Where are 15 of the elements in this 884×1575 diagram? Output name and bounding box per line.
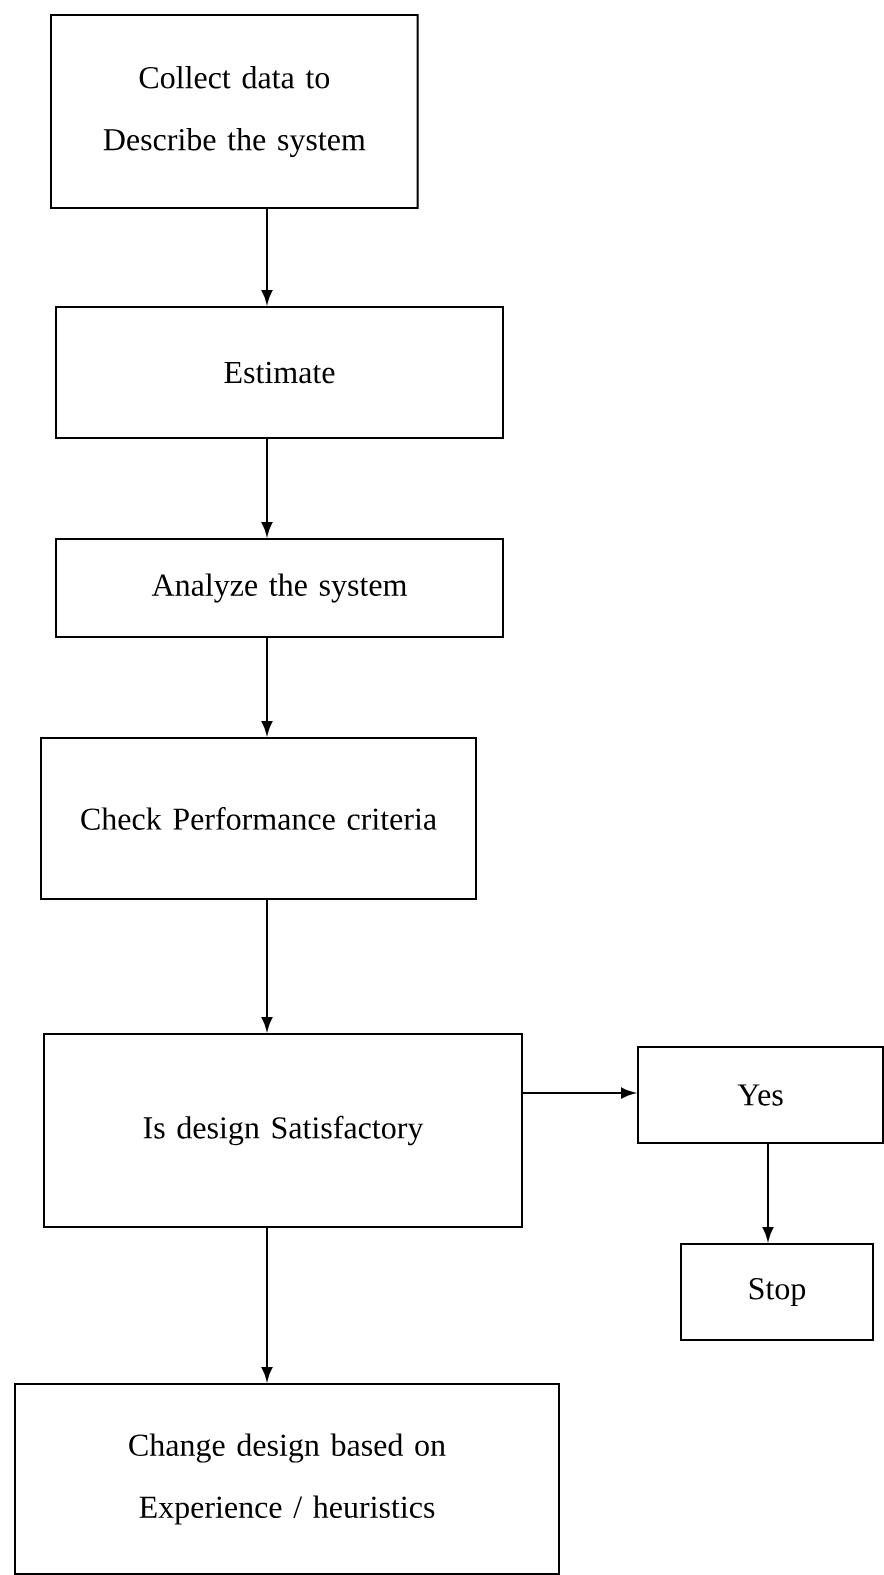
process-box: Change design based on Experience / heuristics [14, 1383, 560, 1575]
process-box: Analyze the system [55, 538, 504, 638]
arrow [261, 208, 273, 303]
arrow [261, 1227, 273, 1380]
arrow [261, 438, 273, 535]
process-box: Is design Satisfactory [43, 1033, 523, 1228]
process-box: Yes [637, 1046, 884, 1144]
arrow [762, 1143, 774, 1240]
process-box: Check Performance criteria [40, 737, 477, 900]
process-box: Stop [680, 1243, 874, 1341]
arrow [522, 1087, 634, 1099]
arrow [261, 899, 273, 1030]
process-box: Estimate [55, 306, 504, 439]
process-box: Collect data to Describe the system [50, 14, 419, 209]
arrow [261, 637, 273, 734]
